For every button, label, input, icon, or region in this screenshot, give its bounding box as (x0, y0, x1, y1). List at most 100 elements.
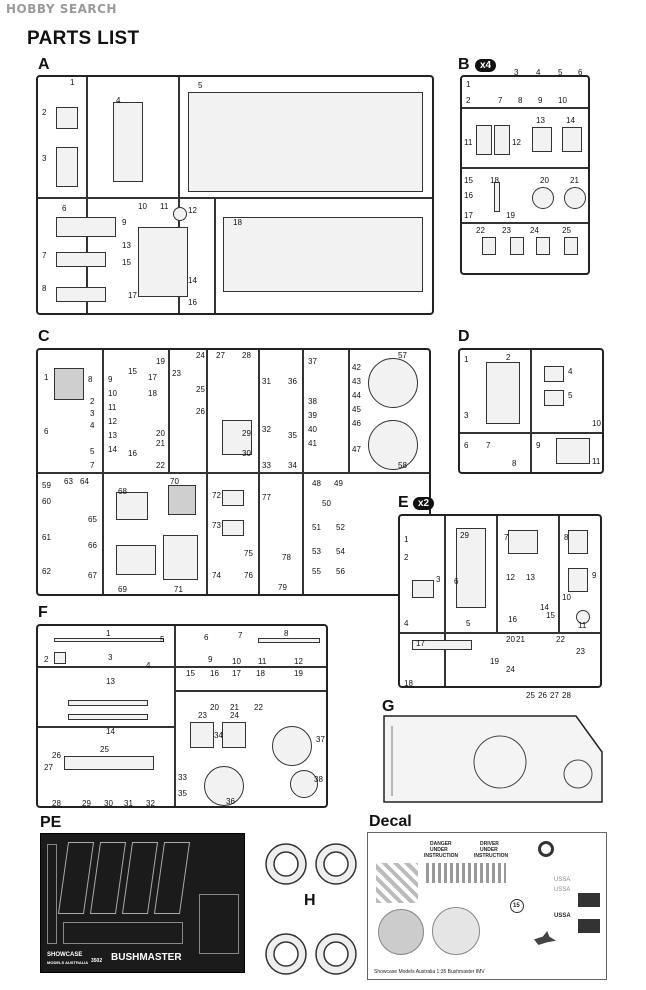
part-number: 73 (212, 521, 221, 530)
part-number: 4 (146, 661, 151, 670)
part-number: 78 (282, 553, 291, 562)
part-number: 3 (90, 409, 95, 418)
part-number: 18 (233, 218, 242, 227)
part-number: 2 (506, 353, 511, 362)
decal-text: USSA (554, 913, 571, 919)
part-number: 32 (146, 799, 155, 808)
part-number: 6 (578, 68, 583, 77)
part-number: 5 (558, 68, 563, 77)
part-number: 22 (556, 635, 565, 644)
part-number: 1 (70, 78, 75, 87)
part (576, 610, 590, 624)
part-number: 13 (122, 241, 131, 250)
part-number: 29 (242, 429, 251, 438)
part (68, 700, 148, 706)
part-number: 77 (262, 493, 271, 502)
part-number: 11 (464, 138, 473, 147)
sprue-e-quantity-badge: x2 (413, 497, 435, 510)
decal-text: USSA (554, 887, 571, 893)
part-number: 2 (42, 108, 47, 117)
part-number: 10 (558, 96, 567, 105)
part-number: 6 (62, 204, 67, 213)
sprue-c-label: C (38, 328, 50, 345)
part-number: 9 (122, 218, 127, 227)
pe-product: BUSHMASTER (111, 952, 182, 963)
part-number: 72 (212, 491, 221, 500)
part-number: 28 (562, 691, 571, 700)
part (476, 125, 492, 155)
part-number: 27 (550, 691, 559, 700)
part (482, 237, 496, 255)
part-number: 18 (148, 389, 157, 398)
part-number: 7 (42, 251, 47, 260)
part (544, 390, 564, 406)
part-number: 34 (214, 731, 223, 740)
sprue-d-label: D (458, 328, 470, 345)
part-number: 37 (308, 357, 317, 366)
part-number: 5 (90, 447, 95, 456)
part-number: 35 (178, 789, 187, 798)
pe-strip (47, 844, 57, 944)
part-number: 16 (128, 449, 137, 458)
part-number: 12 (294, 657, 303, 666)
sprue-b-runner (462, 107, 588, 109)
part-number: 25 (100, 745, 109, 754)
part-number: 12 (512, 138, 521, 147)
part (508, 530, 538, 554)
sprue-d-runner (530, 350, 532, 472)
part-number: 24 (196, 351, 205, 360)
part-number: 13 (108, 431, 117, 440)
part-number: 10 (138, 202, 147, 211)
part-number: 6 (454, 577, 459, 586)
sprue-f-frame: 1 2 3 4 5 6 7 8 9 10 11 12 13 14 15 16 1… (36, 624, 328, 808)
part (138, 227, 188, 297)
kangaroo-icon (534, 931, 556, 945)
part-number: 8 (518, 96, 523, 105)
part-number: 21 (570, 176, 579, 185)
part-number: 25 (526, 691, 535, 700)
part-number: 19 (490, 657, 499, 666)
part (54, 652, 66, 664)
part-number: 23 (576, 647, 585, 656)
pe-grille (89, 842, 127, 914)
part-number: 5 (568, 391, 573, 400)
part-number: 11 (592, 457, 601, 466)
part (562, 127, 582, 152)
part (56, 287, 106, 302)
sprue-c-runner (38, 472, 429, 474)
part-number: 1 (404, 535, 409, 544)
sprue-b-frame: 1 2 3 4 5 6 7 8 9 10 11 12 13 14 15 16 1… (460, 69, 590, 275)
part-number: 48 (312, 479, 321, 488)
part (190, 722, 214, 748)
part-number: 31 (262, 377, 271, 386)
part (113, 102, 143, 182)
part-number: 23 (502, 226, 511, 235)
part-number: 46 (352, 419, 361, 428)
sprue-b-quantity-badge: x4 (475, 59, 497, 72)
part-number: 8 (284, 629, 289, 638)
part-number: 34 (288, 461, 297, 470)
part-number: 64 (80, 477, 89, 486)
part-number: 29 (460, 531, 469, 540)
part-number: 23 (198, 711, 207, 720)
part-number: 60 (42, 497, 51, 506)
part-number: 17 (232, 669, 241, 678)
part (68, 714, 148, 720)
part (188, 92, 423, 192)
part-number: 37 (316, 735, 325, 744)
part-number: 20 (540, 176, 549, 185)
page-title: PARTS LIST (27, 28, 140, 49)
part-number: 28 (52, 799, 61, 808)
part-number: 1 (44, 373, 49, 382)
sprue-c-runner (168, 350, 170, 472)
part (290, 770, 318, 798)
part (54, 368, 84, 400)
part (116, 545, 156, 575)
part-number: 29 (82, 799, 91, 808)
part (56, 252, 106, 267)
part-number: 55 (312, 567, 321, 576)
decal-text: UNDER (430, 847, 448, 853)
part-number: 42 (352, 363, 361, 372)
sprue-b-label: B (458, 56, 470, 73)
part-number: 14 (566, 116, 575, 125)
